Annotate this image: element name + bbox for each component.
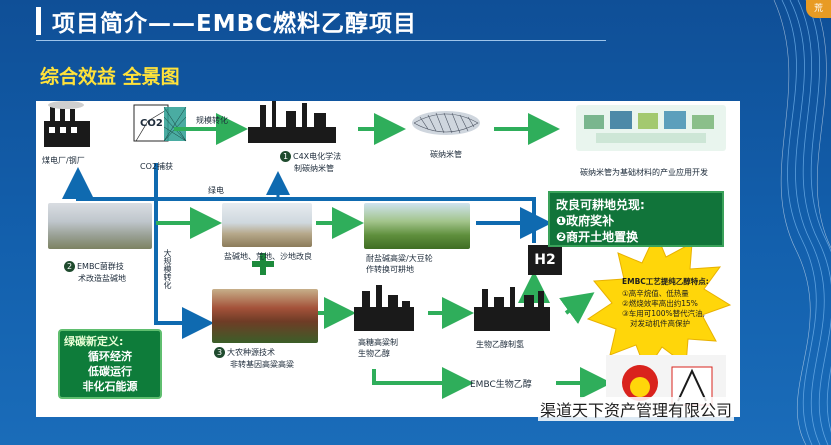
nanotube-label: 碳纳米管: [430, 150, 462, 159]
farmland-benefit-box: 改良可耕地兑现: ❶政府奖补 ❷商开土地置换: [548, 191, 724, 247]
page-title: 项目简介——EMBC燃料乙醇项目: [52, 11, 418, 37]
farmland-benefit-title: 改良可耕地兑现:: [556, 198, 645, 212]
nanotube-icon: [412, 111, 480, 135]
saline-land-photo: [48, 203, 152, 249]
green-power-label: 绿电: [208, 186, 224, 195]
c4x-sub-label: 制碳纳米管: [294, 164, 334, 173]
green-carbon-box: 绿碳新定义: 循环经济 低碳运行 非化石能源: [58, 329, 162, 399]
power-plant-icon: [44, 101, 90, 147]
co2-capture-label: CO2捕获: [140, 162, 173, 171]
watermark: 渠道天下资产管理有限公司: [538, 397, 735, 421]
bio-hydrogen-label: 生物乙醇制氢: [476, 340, 524, 349]
nano-app-label: 碳纳米管为基础材料的产业应用开发: [580, 168, 708, 177]
ethanol-plant-icon: [354, 285, 414, 331]
nano-application-icons: [576, 105, 726, 151]
mineralization-label: 规模转化: [196, 116, 228, 125]
high-ethanol-label: 高糖高粱制: [358, 338, 398, 347]
embc-ethanol-label: EMBC生物乙醇: [470, 380, 532, 390]
saline-area-label-2: 术改造盐碱地: [78, 274, 126, 283]
co2-text: CO2: [140, 118, 163, 129]
star-line-3: ③车用可100%替代汽油,: [622, 309, 706, 318]
plus-icon: [252, 253, 274, 275]
green-carbon-title: 绿碳新定义:: [64, 335, 124, 348]
wasteland-photo: [222, 203, 312, 247]
large-scale-label: 大规模转化: [163, 249, 172, 289]
c4x-refinery-icon: [248, 101, 336, 143]
power-plant-label: 煤电厂/钢厂: [42, 156, 85, 165]
corner-badge: 荒: [806, 0, 831, 18]
step-number-3: 3: [214, 347, 225, 358]
star-line-1: ①高辛烷值、低热量: [622, 289, 689, 298]
green-carbon-line-3: 非化石能源: [82, 380, 138, 393]
farmland-photo: [364, 203, 470, 249]
section-subtitle: 综合效益 全景图: [40, 66, 180, 88]
wasteland-label: 盐碱地、荒地、沙地改良: [224, 252, 312, 261]
farmland-label: 耐盐碱高粱/大豆轮: [366, 254, 433, 263]
hydrogen-box: H2: [528, 245, 562, 275]
title-divider: [36, 40, 606, 41]
title-accent-bar: [36, 7, 41, 35]
arrow-to-star: [559, 292, 595, 325]
decorative-wave-lines: [773, 0, 831, 445]
line-large-scale-conversion: [154, 163, 214, 339]
co2-capture-icon: [133, 104, 187, 142]
high-ethanol-label-2: 生物乙醇: [358, 349, 390, 358]
star-line-2: ②燃烧效率高出约15%: [622, 299, 698, 308]
hydrogen-plant-icon: [474, 287, 550, 331]
step-number-2: 2: [64, 261, 75, 272]
star-title: EMBC工艺提纯乙醇特点:: [622, 277, 709, 286]
sorghum-label-2: 非转基因高粱高粱: [230, 360, 294, 369]
diagram-graphics: [44, 101, 732, 413]
green-carbon-line-2: 低碳运行: [88, 365, 132, 378]
farmland-label-2: 作转换可耕地: [366, 265, 414, 274]
title-bar: 项目简介——EMBC燃料乙醇项目: [0, 0, 780, 42]
star-line-4: 对发动机件高保护: [630, 319, 690, 328]
green-carbon-line-1: 循环经济: [88, 350, 132, 363]
farmland-benefit-item-1: ❶政府奖补: [556, 214, 615, 228]
arrow-to-embc-ethanol: [372, 367, 474, 399]
sorghum-photo: [212, 289, 318, 343]
farmland-benefit-item-2: ❷商开土地置换: [556, 230, 639, 244]
star-burst-shape: [586, 231, 732, 373]
step-number-1: 1: [280, 151, 291, 162]
